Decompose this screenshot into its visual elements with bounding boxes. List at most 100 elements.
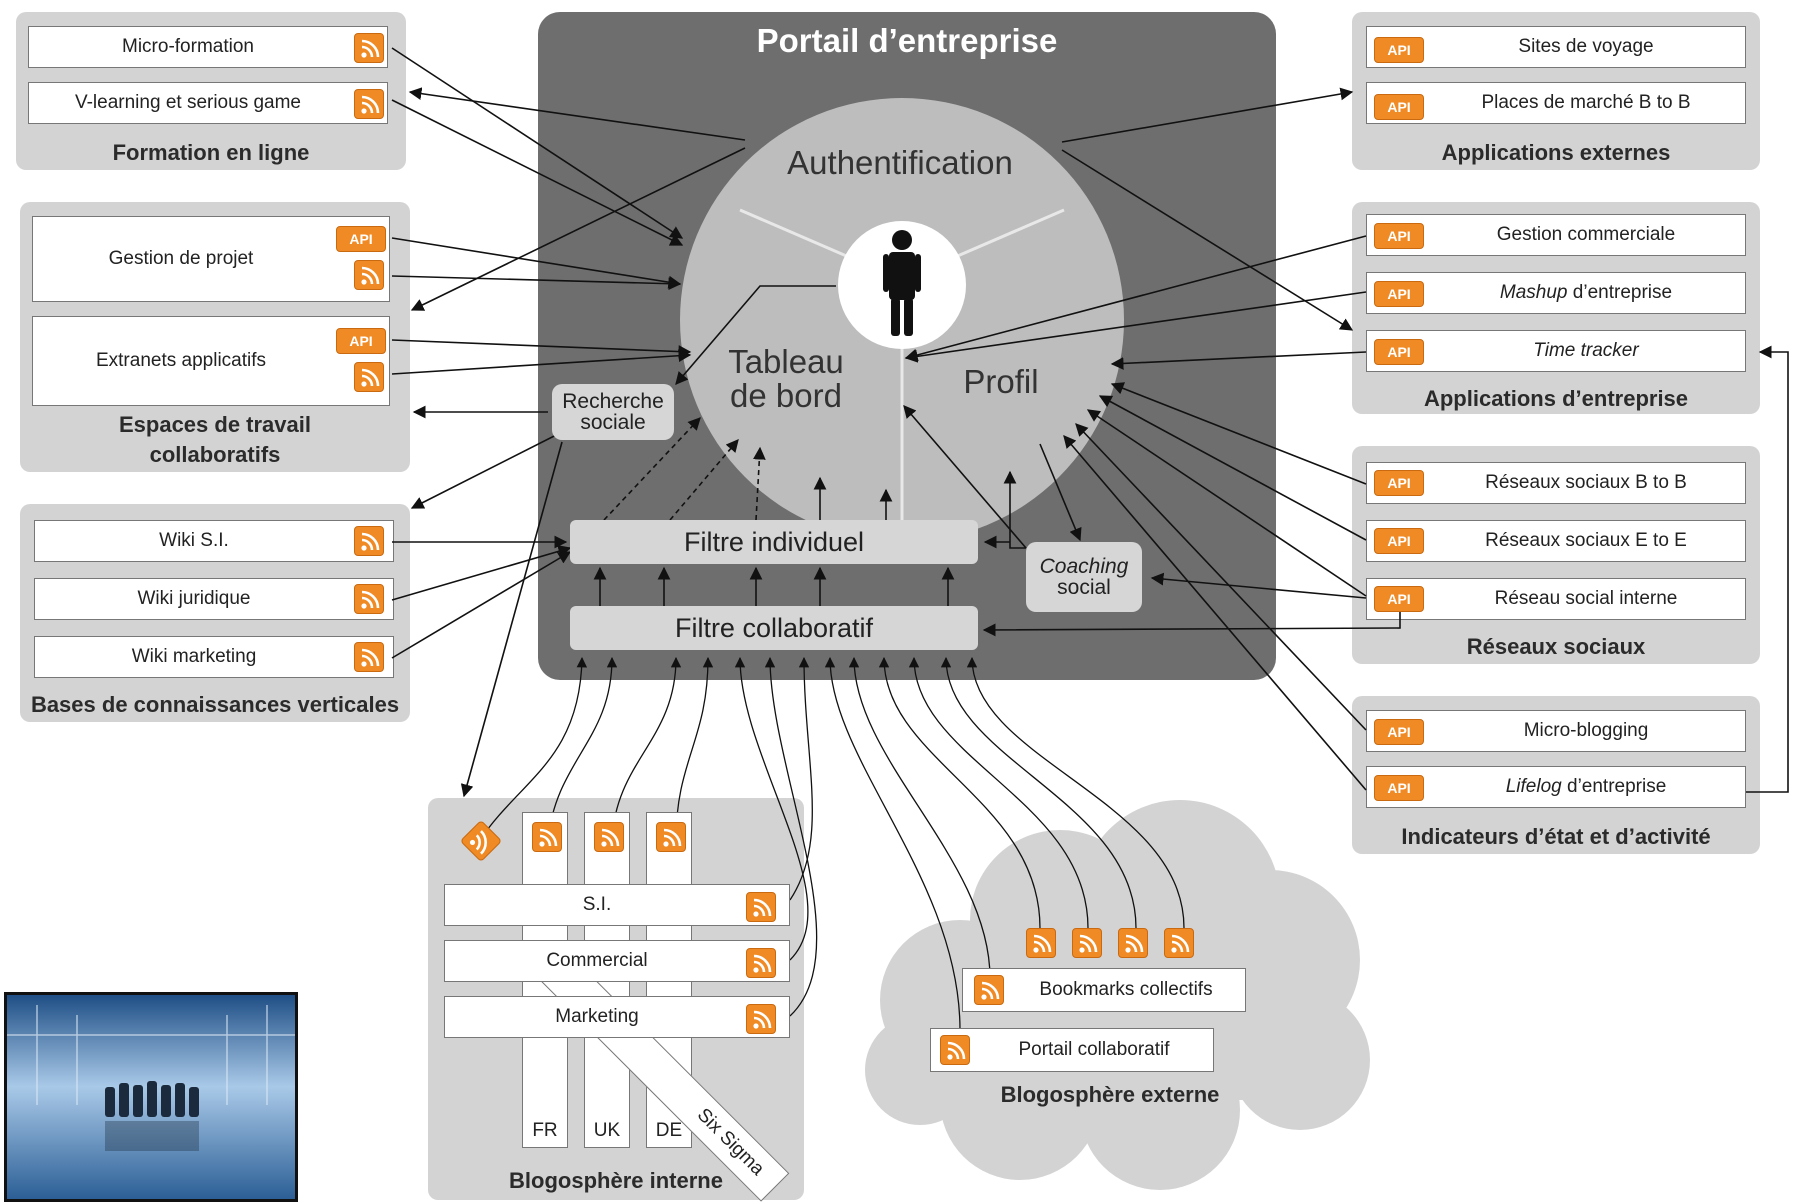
item-e2e-networks: Réseaux sociaux E to E (1366, 520, 1746, 562)
item-v-learning: V-learning et serious game (28, 82, 388, 124)
item-label: Micro-blogging (1523, 720, 1649, 741)
row-label: S.I. (582, 894, 612, 915)
api-badge: API (1374, 223, 1424, 249)
section-dashboard-line1[interactable]: Tableau (728, 343, 844, 380)
rss-icon (354, 33, 384, 63)
office-photo-image (7, 995, 295, 1199)
item-label-rest: d’entreprise (1561, 776, 1667, 797)
rss-icon (354, 584, 384, 614)
item-label-rest: d’entreprise (1567, 282, 1673, 303)
item-wiki-legal: Wiki juridique (34, 578, 394, 620)
item-label: Réseaux sociaux E to E (1485, 530, 1687, 551)
item-label: Time tracker (1533, 340, 1639, 361)
item-label-italic: Mashup (1499, 282, 1568, 303)
item-label: Bookmarks collectifs (1039, 979, 1213, 1000)
api-badge: API (1374, 281, 1424, 307)
item-label: Gestion commerciale (1496, 224, 1676, 245)
social-search-bubble[interactable]: Recherche sociale (552, 384, 674, 440)
item-label: Lifelog d’entreprise (1427, 776, 1745, 798)
blog-row-si: S.I. (444, 884, 790, 926)
item-label: Gestion de projet (108, 248, 254, 269)
group-title: Bases de connaissances verticales (30, 692, 400, 717)
blog-row-marketing: Marketing (444, 996, 790, 1038)
api-badge: API (1374, 339, 1424, 365)
rss-icon (354, 642, 384, 672)
rss-icon (354, 260, 384, 290)
item-project-management: Gestion de projet (32, 216, 390, 302)
section-dashboard-line2[interactable]: de bord (730, 377, 842, 414)
api-badge: API (1374, 719, 1424, 745)
coaching-line1: Coaching (1039, 555, 1129, 578)
rss-icon (1072, 928, 1102, 958)
item-wiki-marketing: Wiki marketing (34, 636, 394, 678)
group-title: Blogosphère interne (509, 1168, 723, 1193)
item-collab-portal: Portail collaboratif (930, 1028, 1214, 1072)
external-blogosphere-title: Blogosphère externe (1000, 1082, 1220, 1107)
blog-row-commercial: Commercial (444, 940, 790, 982)
item-mashup: Mashup d’entreprise (1366, 272, 1746, 314)
rss-icon (974, 975, 1004, 1005)
item-time-tracker: Time tracker (1366, 330, 1746, 372)
api-badge: API (1374, 94, 1424, 120)
item-travel-sites: Sites de voyage (1366, 26, 1746, 68)
rss-icon (746, 892, 776, 922)
social-search-line2: sociale (580, 411, 646, 434)
api-badge: API (336, 226, 386, 252)
group-title: Formation en ligne (112, 140, 310, 165)
item-label: Places de marché B to B (1481, 92, 1691, 113)
rss-icon (746, 948, 776, 978)
group-title: Indicateurs d’état et d’activité (1401, 824, 1711, 849)
rss-icon (656, 822, 686, 852)
portal-title: Portail d’entreprise (756, 22, 1058, 59)
group-knowledge-bases: Wiki S.I. Wiki juridique Wiki marketing … (20, 504, 410, 722)
group-title: Applications d’entreprise (1423, 386, 1689, 411)
row-label: Commercial (546, 950, 648, 971)
api-badge: API (1374, 470, 1424, 496)
group-social-networks: Réseaux sociaux B to B Réseaux sociaux E… (1352, 446, 1760, 664)
item-extranets: Extranets applicatifs (32, 316, 390, 406)
rss-icon (746, 1004, 776, 1034)
social-search-line1: Recherche (562, 390, 664, 413)
group-external-apps: Sites de voyage Places de marché B to B … (1352, 12, 1760, 170)
item-label: Wiki marketing (131, 646, 257, 667)
coaching-line2: social (1057, 576, 1111, 599)
item-sales-management: Gestion commerciale (1366, 214, 1746, 256)
section-authentication[interactable]: Authentification (787, 144, 1013, 181)
item-lifelog: Lifelog d’entreprise (1366, 766, 1746, 808)
office-photo (4, 992, 298, 1202)
column-label-uk: UK (593, 1120, 621, 1141)
item-label: Sites de voyage (1518, 36, 1654, 57)
rss-icon (1118, 928, 1148, 958)
section-profile[interactable]: Profil (963, 363, 1039, 400)
item-label: Wiki S.I. (159, 530, 229, 551)
coaching-bubble[interactable]: Coaching social (1026, 542, 1142, 612)
rss-icon (594, 822, 624, 852)
rss-icon (940, 1035, 970, 1065)
collaborative-filter[interactable]: Filtre collaboratif (570, 606, 978, 650)
group-title: Réseaux sociaux (1466, 634, 1646, 659)
rss-icon (532, 822, 562, 852)
item-label: Réseau social interne (1494, 588, 1678, 609)
item-micro-blogging: Micro-blogging (1366, 710, 1746, 752)
api-badge: API (1374, 775, 1424, 801)
item-internal-network: Réseau social interne (1366, 578, 1746, 620)
item-label: Micro-formation (122, 36, 254, 57)
item-label: Wiki juridique (137, 588, 251, 609)
item-b2b-marketplaces: Places de marché B to B (1366, 82, 1746, 124)
api-badge: API (1374, 586, 1424, 612)
api-badge: API (1374, 528, 1424, 554)
rss-icon (1164, 928, 1194, 958)
column-label-de: DE (655, 1120, 683, 1141)
item-micro-formation: Micro-formation (28, 26, 388, 68)
rss-icon (1026, 928, 1056, 958)
rss-icon (354, 362, 384, 392)
group-title-line1: Espaces de travail (118, 412, 311, 437)
api-badge: API (1374, 37, 1424, 63)
item-collective-bookmarks: Bookmarks collectifs (962, 968, 1246, 1012)
item-wiki-si: Wiki S.I. (34, 520, 394, 562)
column-label-fr: FR (532, 1120, 558, 1141)
api-badge: API (336, 328, 386, 354)
individual-filter[interactable]: Filtre individuel (570, 520, 978, 564)
rss-icon (354, 89, 384, 119)
